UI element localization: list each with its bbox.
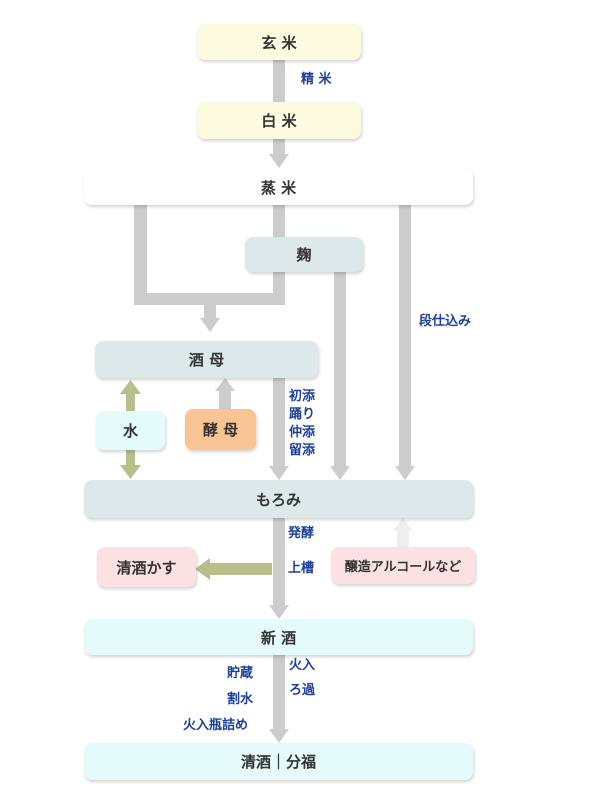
connector-koji-down — [273, 272, 285, 305]
node-seishu: 清酒｜分福 — [84, 743, 473, 780]
label-hakko: 発酵 — [288, 526, 315, 541]
arrowhead-jozo-up — [393, 518, 413, 531]
label-joso: 上槽 — [288, 561, 315, 576]
label-odori: 踊り — [289, 407, 316, 422]
arrowhead-moromi-1 — [269, 466, 289, 480]
arrowhead-mizu-up — [120, 380, 141, 394]
connector-shinshu-seishu — [273, 655, 285, 730]
arrowhead-mushimai — [269, 154, 289, 168]
node-hakumai: 白 米 — [197, 102, 361, 139]
arrowhead-seishu — [269, 729, 289, 743]
label-seimai: 精 米 — [301, 72, 332, 87]
connector-moromi-shinshu — [273, 518, 285, 606]
arrowhead-shinshu — [269, 605, 289, 619]
connector-to-shubo — [204, 293, 216, 319]
label-hiire-binzume: 火入瓶詰め — [183, 718, 249, 733]
arrowhead-mizu-down — [120, 465, 141, 479]
connector-kobo-shubo — [219, 390, 231, 409]
arrowhead-kasu — [195, 558, 210, 580]
node-kasu: 清酒かす — [97, 547, 196, 587]
node-kobo: 酵 母 — [185, 409, 256, 450]
node-koji: 麹 — [245, 237, 363, 272]
connector-jozo-moromi — [397, 530, 409, 547]
label-tomezoe: 留添 — [289, 443, 316, 458]
label-dan-jikomi: 段仕込み — [419, 314, 472, 329]
label-nakazoe: 仲添 — [289, 425, 316, 440]
connector-mushimai-left — [134, 205, 147, 305]
label-warimizu: 割水 — [227, 692, 254, 707]
node-moromi: もろみ — [84, 480, 473, 518]
connector-mizu-shubo — [126, 393, 135, 411]
connector-mizu-moromi — [126, 450, 135, 466]
node-mizu: 水 — [96, 411, 165, 450]
arrowhead-shubo — [200, 318, 220, 332]
connector-hakumai-mushimai — [273, 139, 285, 155]
label-chozo: 貯蔵 — [227, 666, 254, 681]
node-genmai: 玄 米 — [197, 24, 361, 60]
arrowhead-moromi-2 — [330, 466, 350, 480]
node-shubo: 酒 母 — [95, 341, 318, 378]
arrowhead-moromi-3 — [395, 466, 415, 480]
label-shozoe: 初添 — [289, 389, 316, 404]
connector-kasu — [209, 563, 272, 575]
node-mushimai: 蒸 米 — [84, 169, 473, 205]
node-jozo-alcohol: 醸造アルコールなど — [331, 547, 475, 584]
label-roka: ろ過 — [289, 683, 316, 698]
connector-koji-moromi — [334, 272, 346, 467]
connector-mushimai-koji — [273, 205, 285, 237]
connector-dan-moromi — [399, 205, 411, 467]
connector-shubo-moromi — [273, 378, 285, 467]
arrowhead-kobo-up — [215, 378, 235, 391]
label-hiire: 火入 — [289, 658, 316, 673]
connector-genmai-hakumai — [273, 60, 285, 102]
node-shinshu: 新 酒 — [84, 619, 473, 655]
